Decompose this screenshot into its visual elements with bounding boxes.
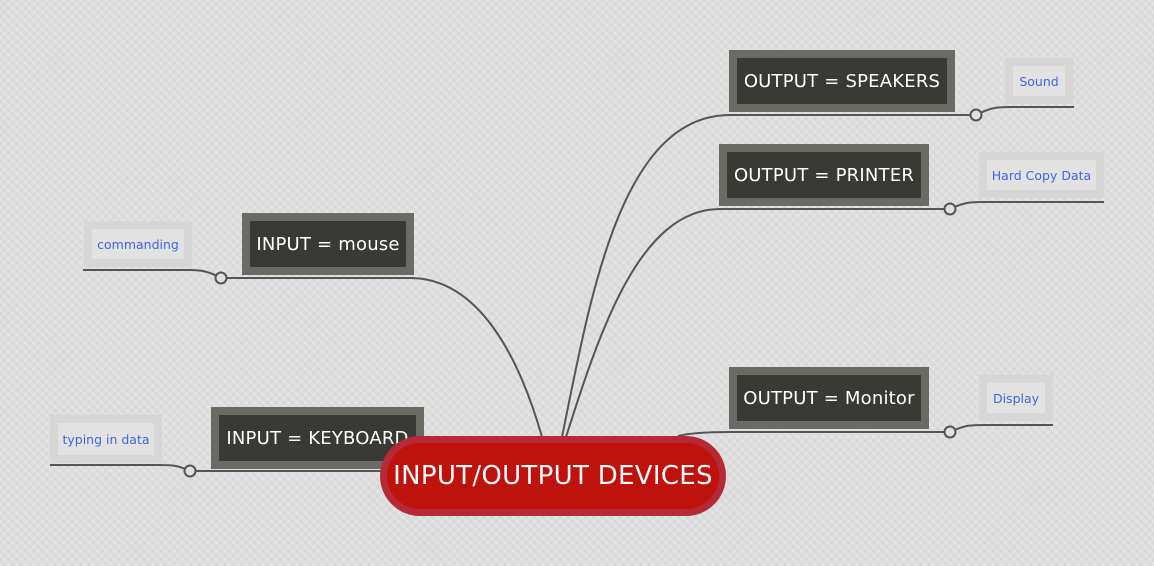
topic-label: OUTPUT = Monitor <box>737 375 921 421</box>
subtopic-label: Display <box>987 383 1045 413</box>
central-topic[interactable]: INPUT/OUTPUT DEVICES <box>380 436 726 516</box>
subtopic-label: Hard Copy Data <box>987 160 1096 190</box>
topic-label: OUTPUT = PRINTER <box>727 152 921 198</box>
topic-monitor[interactable]: OUTPUT = Monitor <box>729 367 929 429</box>
collapse-toggle-monitor <box>943 425 957 439</box>
topic-label: INPUT = mouse <box>250 221 406 267</box>
collapse-toggle-speakers <box>969 108 983 122</box>
topic-mouse[interactable]: INPUT = mouse <box>242 213 414 275</box>
connector-typing <box>50 464 191 472</box>
topic-label: INPUT = KEYBOARD <box>219 415 416 461</box>
topic-printer[interactable]: OUTPUT = PRINTER <box>719 144 929 206</box>
connector-mouse <box>221 277 543 438</box>
subtopic-label: typing in data <box>58 423 154 455</box>
connector-commanding <box>83 269 222 279</box>
collapse-toggle-mouse <box>214 271 228 285</box>
central-topic-label: INPUT/OUTPUT DEVICES <box>387 443 719 509</box>
topic-keyboard[interactable]: INPUT = KEYBOARD <box>211 407 424 469</box>
subtopic-sound[interactable]: Sound <box>1005 58 1073 104</box>
subtopic-commanding[interactable]: commanding <box>84 221 192 267</box>
connector-monitor <box>677 431 950 437</box>
connector-printer <box>565 208 950 438</box>
connector-sound <box>975 106 1074 116</box>
collapse-toggle-keyboard <box>183 464 197 478</box>
collapse-toggle-printer <box>943 202 957 216</box>
connector-hardcopy <box>949 201 1104 210</box>
subtopic-label: Sound <box>1013 66 1065 96</box>
subtopic-typing-in-data[interactable]: typing in data <box>50 415 162 463</box>
subtopic-label: commanding <box>92 229 184 259</box>
connector-display <box>949 424 1053 433</box>
topic-label: OUTPUT = SPEAKERS <box>737 58 947 104</box>
subtopic-hard-copy-data[interactable]: Hard Copy Data <box>979 152 1104 198</box>
topic-speakers[interactable]: OUTPUT = SPEAKERS <box>729 50 955 112</box>
connector-speakers <box>561 114 976 438</box>
subtopic-display[interactable]: Display <box>979 375 1053 421</box>
